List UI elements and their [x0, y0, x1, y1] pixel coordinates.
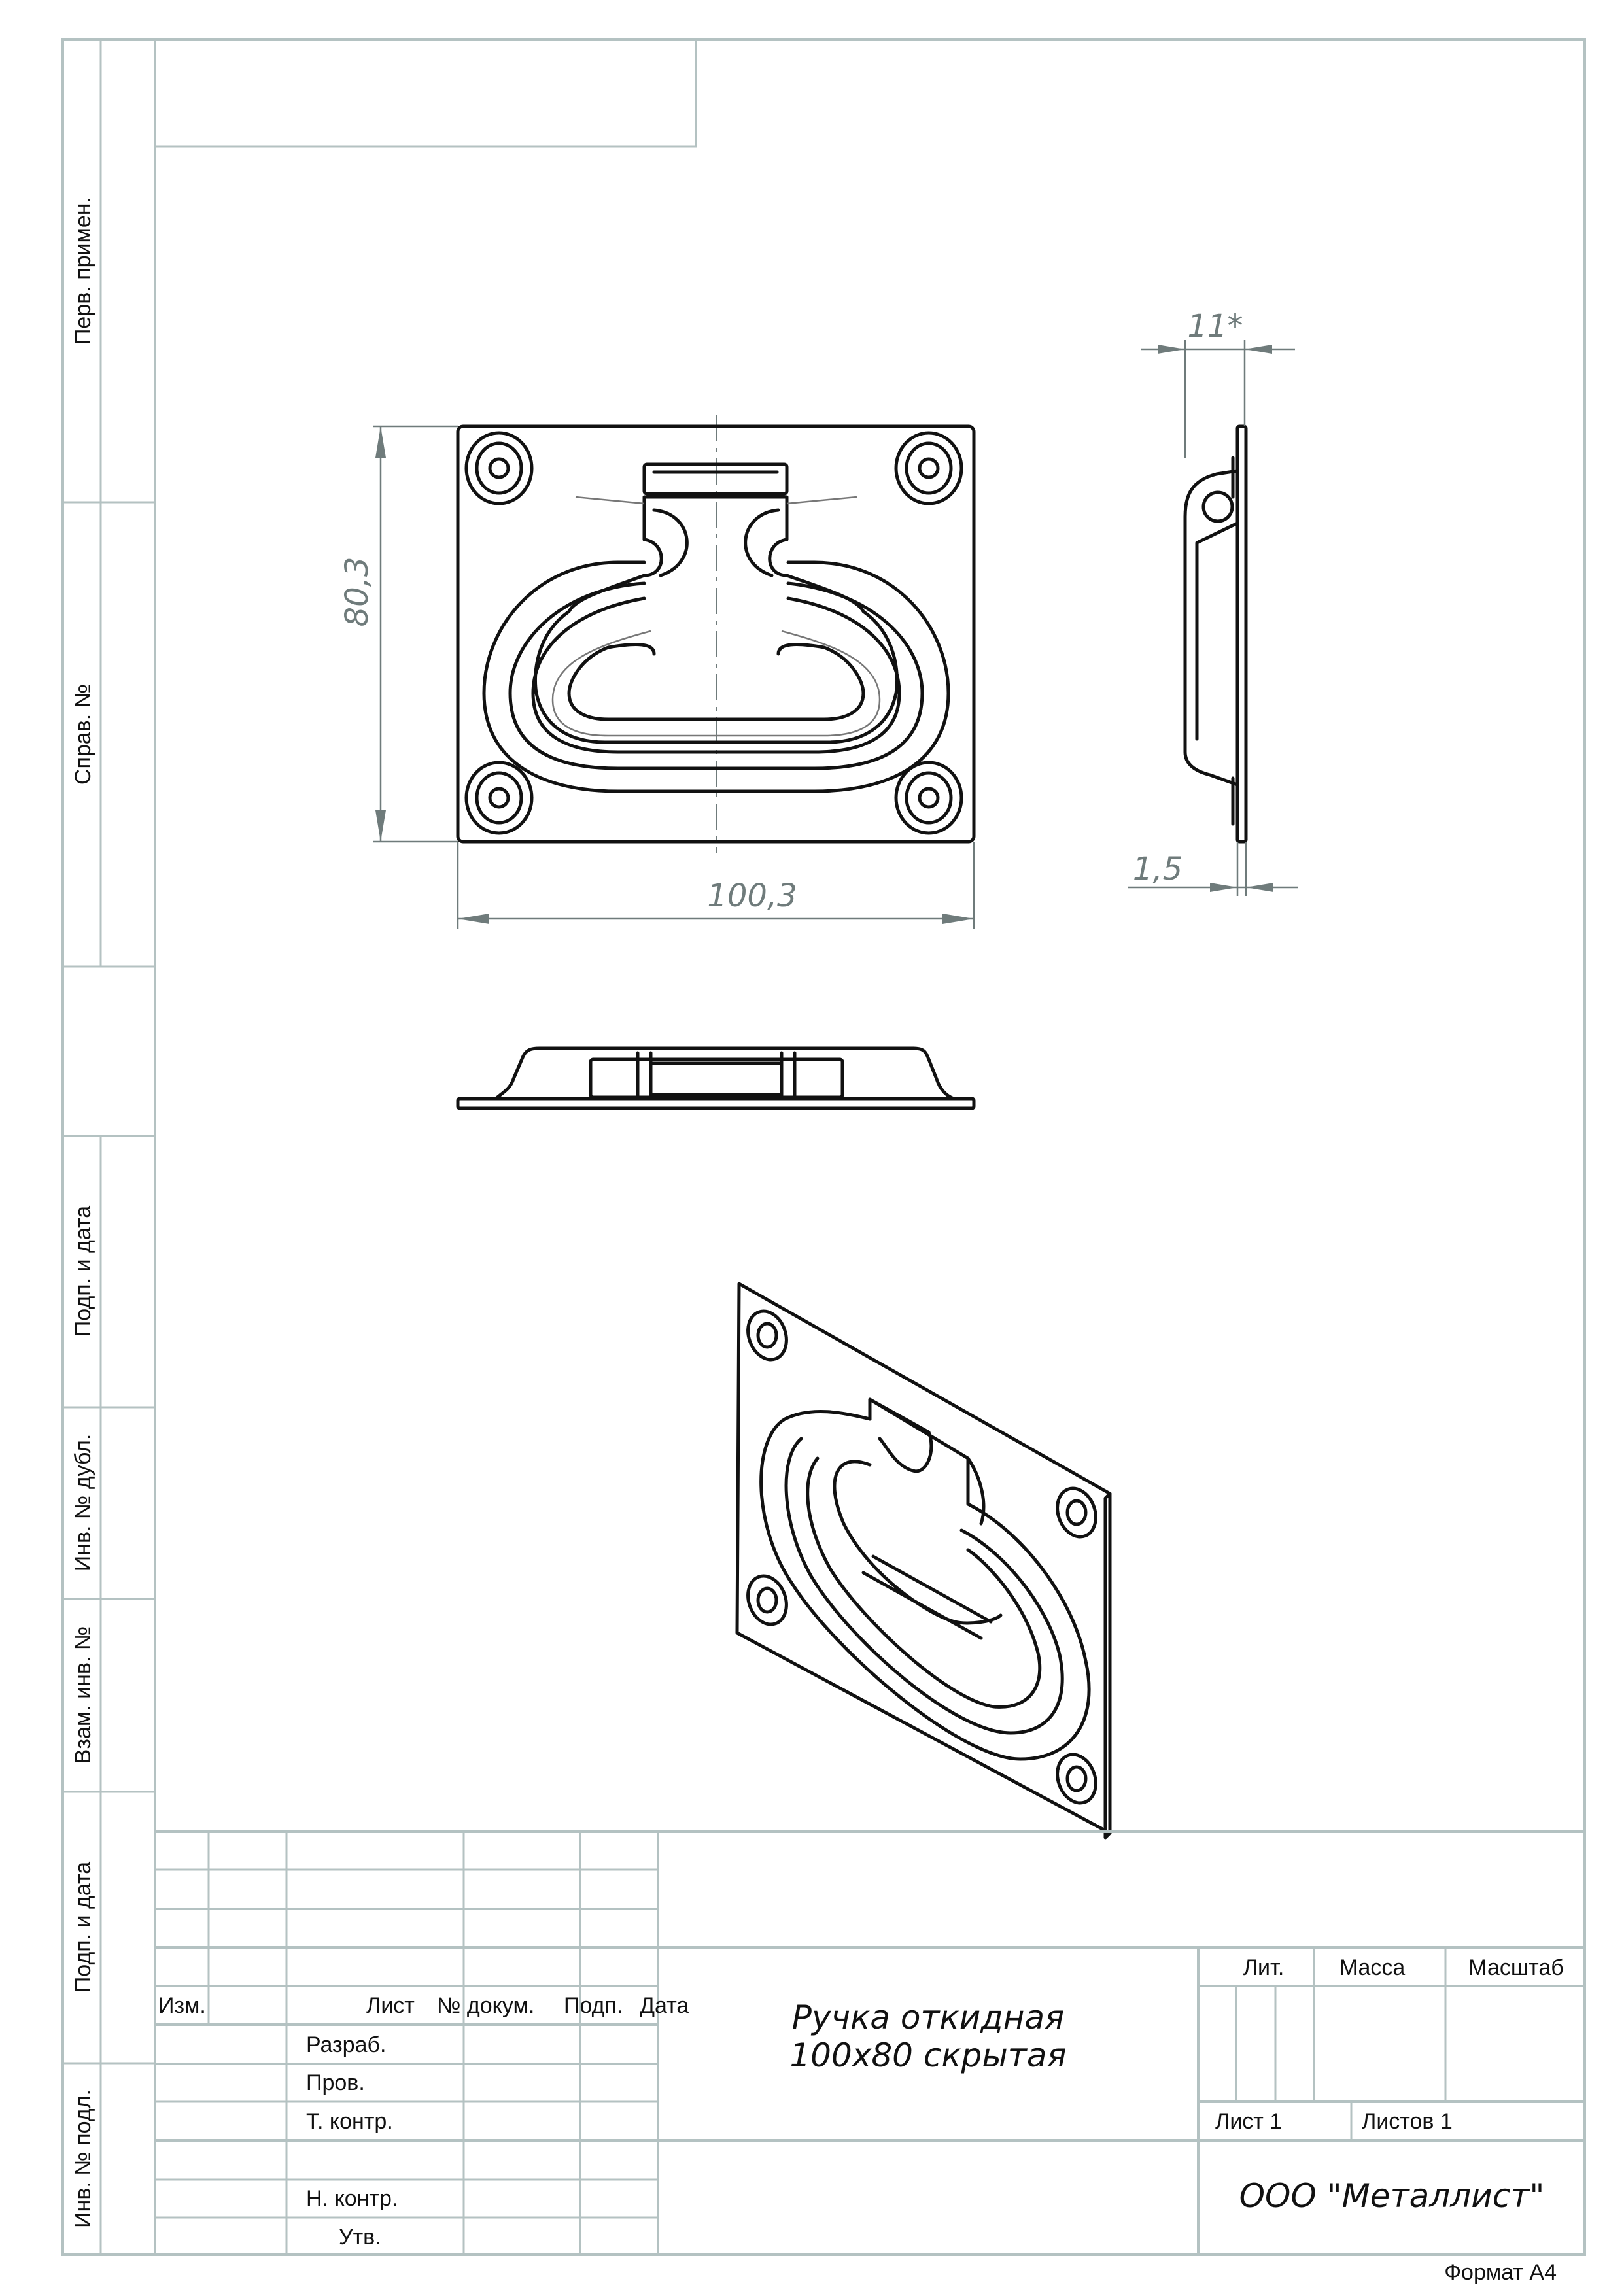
stamp-sheet: Лист 1: [1215, 2109, 1282, 2134]
side-view: 11* 1,5: [1128, 308, 1298, 896]
stamp-utv: Утв.: [339, 2225, 381, 2250]
dimension-height: 80,3: [339, 557, 375, 627]
bottom-view: [456, 1046, 976, 1110]
stamp-n-dokum: № докум.: [437, 1993, 534, 2018]
dimension-width: 100,3: [707, 878, 797, 914]
company-name: ООО "Металлист": [1239, 2177, 1545, 2215]
sheet-frame: [61, 38, 1586, 2256]
drawing-title-line1: Ручка откидная: [792, 1998, 1064, 2036]
stamp-data: Дата: [640, 1993, 689, 2018]
stamp-sheets: Листов 1: [1362, 2109, 1453, 2134]
stamp-podp: Подп.: [564, 1993, 623, 2018]
stamp-prov: Пров.: [306, 2070, 365, 2095]
dimension-thickness: 1,5: [1133, 851, 1183, 887]
stamp-t-kontr: Т. контр.: [306, 2109, 393, 2134]
label-sprav-no: Справ. №: [71, 684, 95, 785]
stamp-massa: Масса: [1339, 1955, 1406, 1980]
drawing-title-line2: 100x80 скрытая: [789, 2036, 1066, 2074]
stamp-izm: Изм.: [158, 1993, 206, 2018]
mounting-holes: [464, 431, 963, 835]
stamp-razrab: Разраб.: [306, 2032, 386, 2057]
isometric-view: [735, 1282, 1112, 1840]
label-perv-primen: Перв. примен.: [71, 197, 95, 345]
stamp-n-kontr: Н. контр.: [306, 2186, 398, 2211]
format-label: Формат А4: [1444, 2260, 1557, 2285]
label-inv-dubl: Инв. № дубл.: [71, 1434, 95, 1572]
side-strip: Перв. примен. Справ. № Подп. и дата Инв.…: [61, 38, 156, 2256]
label-vzam-inv: Взам. инв. №: [71, 1626, 95, 1764]
label-podp-data-1: Подп. и дата: [71, 1206, 95, 1337]
stamp-list: Лист: [366, 1993, 415, 2018]
title-block: Изм. Лист № докум. Подп. Дата Разраб. Пр…: [155, 1830, 1585, 2256]
stamp-masshtab: Масштаб: [1468, 1955, 1563, 1980]
top-left-box: [154, 38, 697, 148]
label-inv-podl: Инв. № подл.: [71, 2089, 95, 2228]
stamp-lit: Лит.: [1243, 1955, 1285, 1980]
label-podp-data-2: Подп. и дата: [71, 1862, 95, 1993]
dimension-depth: 11*: [1187, 308, 1243, 345]
front-view: 80,3 100,3: [339, 415, 976, 929]
